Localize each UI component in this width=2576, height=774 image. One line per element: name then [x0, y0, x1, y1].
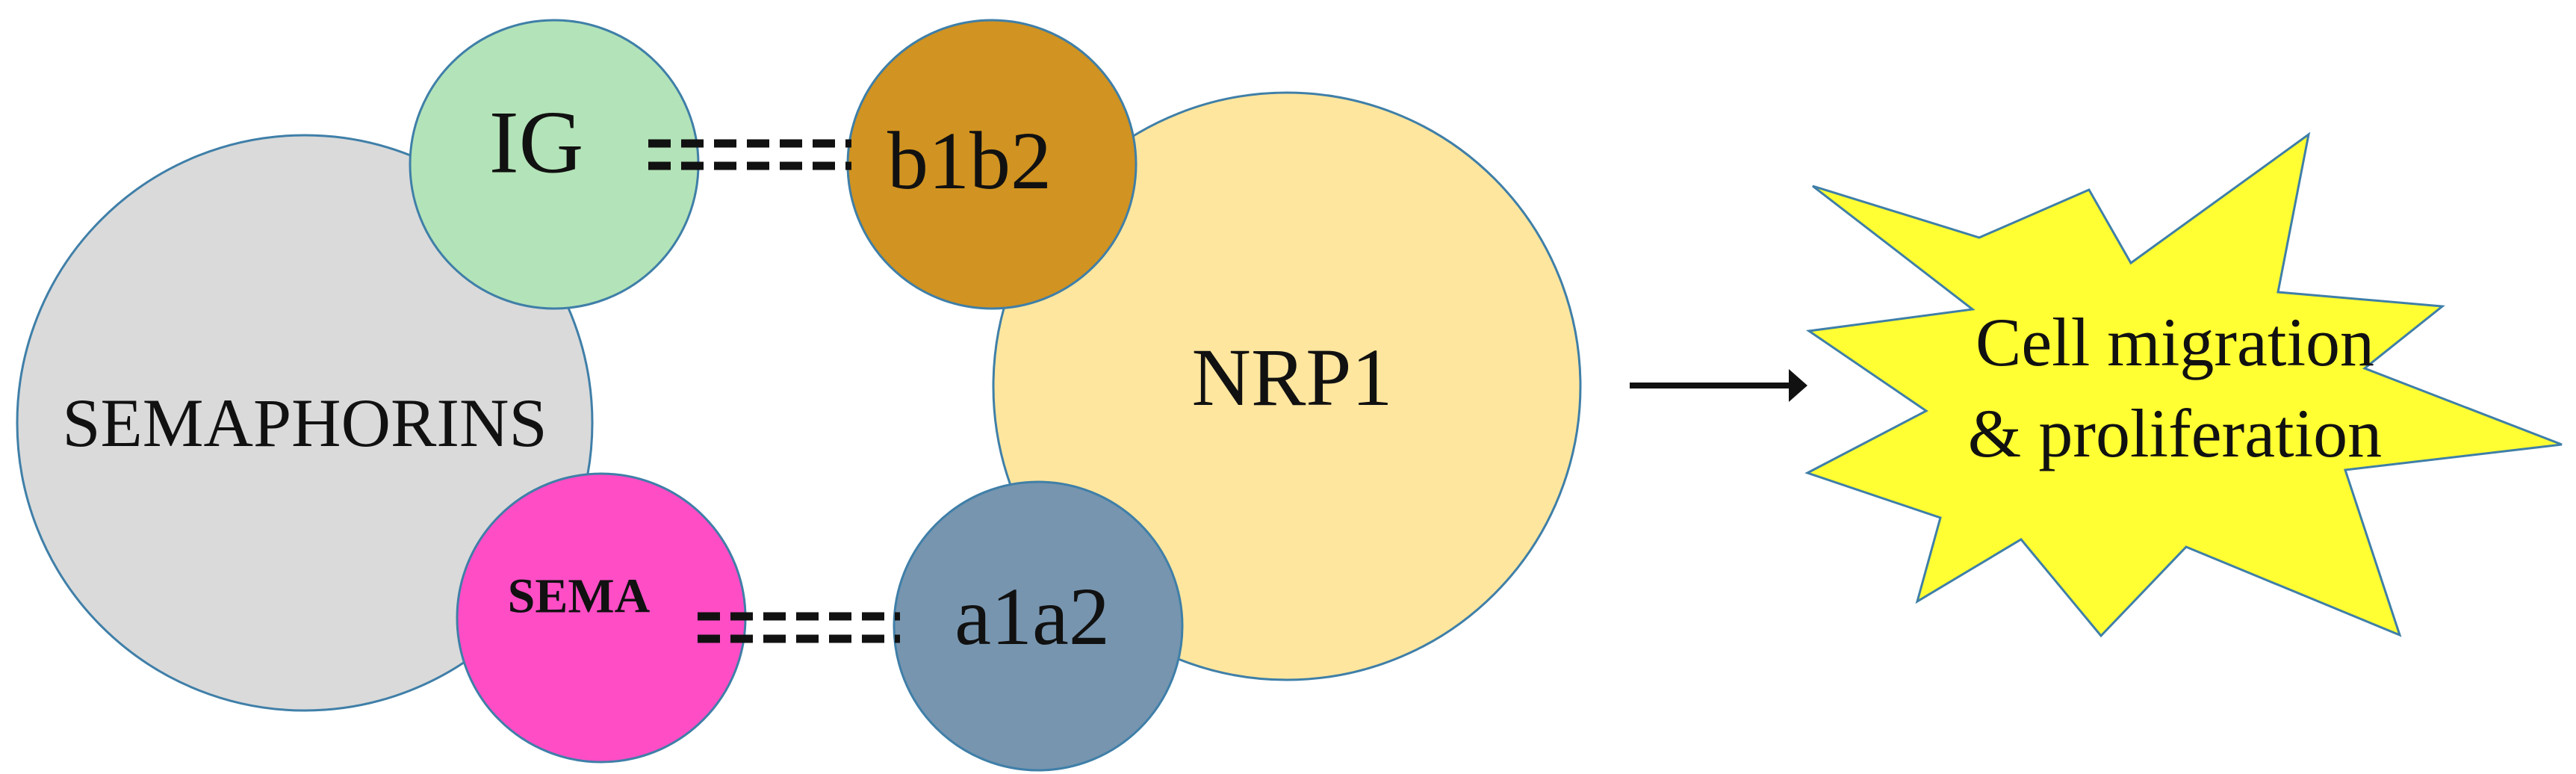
a1a2-node: a1a2 — [893, 480, 1184, 772]
semaphorins-circle — [16, 134, 594, 712]
starburst-shape — [1804, 131, 2563, 638]
sema-node: SEMA — [456, 472, 747, 764]
semaphorins-node: SEMAPHORINS — [16, 134, 594, 712]
ig-node: IG — [409, 19, 700, 310]
nrp1-label: NRP1 — [1192, 332, 1393, 423]
outcome-label-line2: & proliferation — [1968, 395, 2382, 471]
ig-b1b2-connector — [648, 139, 851, 170]
sema-a1a2-connector — [698, 612, 900, 643]
a1a2-label: a1a2 — [955, 571, 1110, 662]
outcome-arrowhead — [1789, 369, 1807, 402]
semaphorins-label: SEMAPHORINS — [62, 385, 547, 461]
outcome-starburst: Cell migration & proliferation — [1804, 131, 2563, 638]
outcome-label-line1: Cell migration — [1976, 304, 2374, 380]
b1b2-label: b1b2 — [887, 115, 1052, 206]
sema-label: SEMA — [508, 569, 651, 624]
ig-label: IG — [489, 93, 584, 192]
b1b2-node: b1b2 — [846, 19, 1138, 310]
a1a2-circle — [893, 480, 1184, 772]
